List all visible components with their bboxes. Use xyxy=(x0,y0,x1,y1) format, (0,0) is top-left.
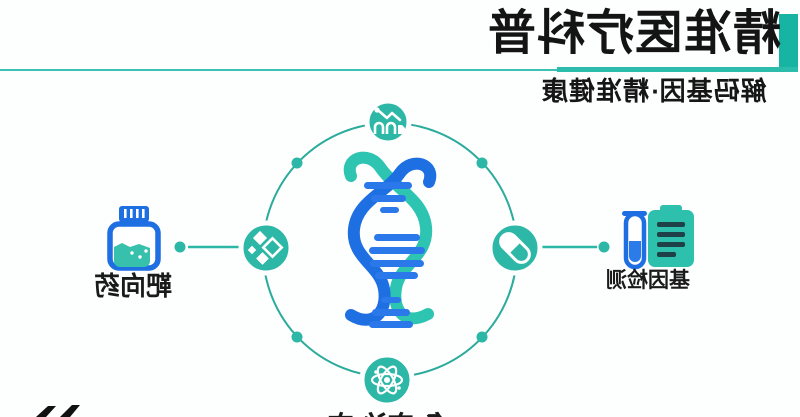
ring-node-bottom xyxy=(359,352,415,408)
bar-chart-trend-icon xyxy=(373,107,405,134)
label-gene-testing-text: 基因检测 xyxy=(606,269,690,292)
ring-node-right xyxy=(487,220,543,276)
ring-node-top xyxy=(364,98,412,146)
dna-strand-blue xyxy=(345,157,437,326)
right-connector-dot xyxy=(598,241,610,253)
label-immunotherapy: 免疫治疗 xyxy=(328,403,448,417)
atom-icon xyxy=(370,365,404,395)
dna-strand-teal xyxy=(343,151,434,325)
label-targeted-drug: 靶向药 xyxy=(76,266,190,303)
dna-rungs xyxy=(364,182,425,328)
left-connector-dot xyxy=(174,241,186,253)
capsule-pill-icon xyxy=(499,232,531,264)
label-immunotherapy-text: 免疫治疗 xyxy=(328,403,448,417)
dna-helix-icon xyxy=(343,151,437,328)
label-targeted-drug-text: 靶向药 xyxy=(93,271,172,301)
ring-node-left xyxy=(238,220,294,276)
label-gene-testing: 基因检测 xyxy=(596,264,700,294)
corner-accent-bar xyxy=(779,14,798,71)
cut-off-glyph xyxy=(36,405,80,417)
medicine-bottle-icon xyxy=(107,206,161,271)
header-divider-thin xyxy=(0,69,559,71)
orbit-dots xyxy=(291,157,488,343)
molecule-diamonds-icon xyxy=(247,230,284,265)
header-divider-thick xyxy=(557,67,798,72)
test-tube-report-icon xyxy=(622,205,694,270)
